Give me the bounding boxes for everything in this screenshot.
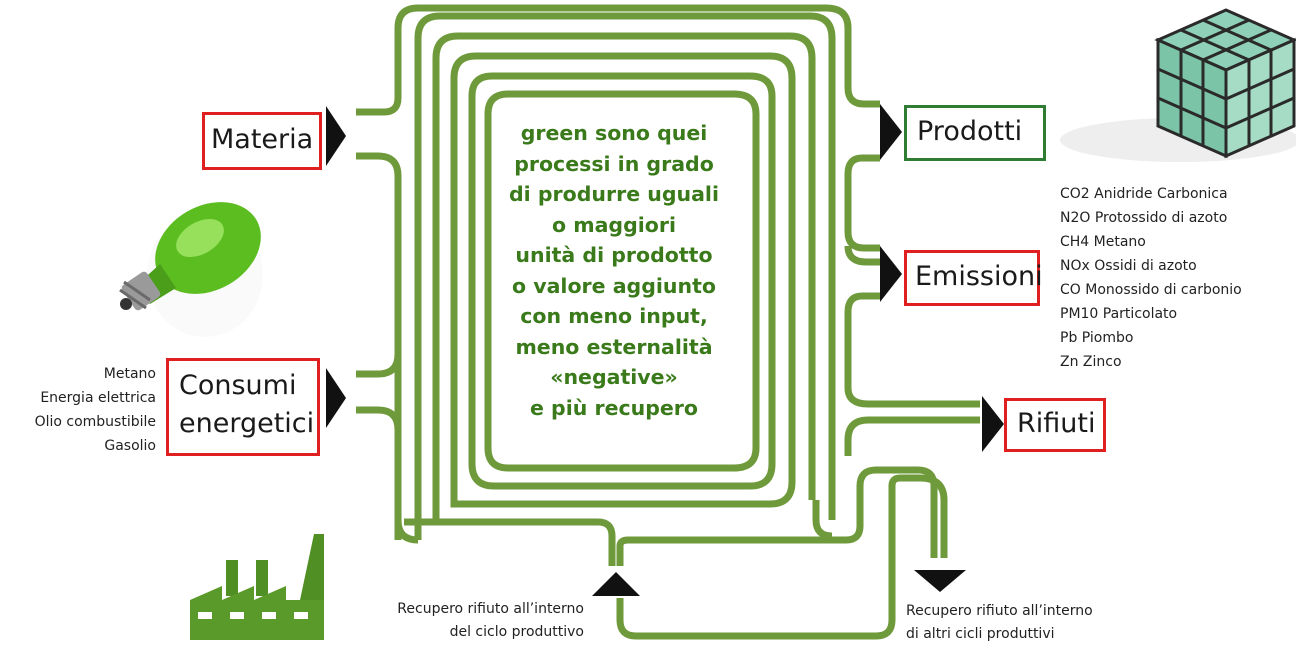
emission-item: Pb Piombo bbox=[1060, 330, 1134, 346]
pipe-materia-lower bbox=[356, 152, 402, 540]
emission-item: CO2 Anidride Carbonica bbox=[1060, 186, 1228, 202]
lightbulb-icon bbox=[119, 202, 263, 337]
energy-source-item: Metano bbox=[103, 366, 156, 382]
emissioni-label: Emissioni bbox=[915, 261, 1043, 292]
center-line: con meno input, bbox=[520, 304, 708, 328]
emission-item: CH4 Metano bbox=[1060, 234, 1146, 250]
arrow-materia bbox=[326, 106, 346, 166]
arrow-group bbox=[326, 104, 1004, 596]
prodotti-box: Prodotti bbox=[904, 105, 1046, 161]
pipe-rifiuti-lower bbox=[844, 416, 980, 456]
pipe-loop-3 bbox=[450, 52, 796, 508]
energy-source-item: Gasolio bbox=[104, 438, 156, 454]
recovery-external-line: Recupero rifiuto all’interno bbox=[906, 603, 1093, 619]
recovery-internal-line: del ciclo produttivo bbox=[449, 624, 584, 640]
pipe-loop-2 bbox=[432, 32, 816, 522]
emissioni-box: Emissioni bbox=[904, 250, 1043, 306]
pipe-bottom-return bbox=[616, 474, 948, 640]
arrow-recupero-interno bbox=[592, 572, 640, 596]
pipe-bottom-internal bbox=[404, 518, 616, 566]
emission-item: N2O Protossido di azoto bbox=[1060, 210, 1228, 226]
arrow-prodotti bbox=[880, 104, 902, 160]
green-definition-text: green sono quei processi in grado di pro… bbox=[486, 104, 742, 444]
center-line: «negative» bbox=[550, 365, 678, 389]
pipe-loop-4 bbox=[468, 72, 776, 490]
pipe-bottom-external bbox=[812, 500, 833, 540]
factory-icon bbox=[190, 534, 324, 640]
arrow-rifiuti bbox=[982, 396, 1004, 452]
center-line: meno esternalità bbox=[515, 334, 713, 359]
energy-source-item: Olio combustibile bbox=[34, 414, 156, 430]
emission-item: NOx Ossidi di azoto bbox=[1060, 258, 1197, 274]
recovery-internal-caption: Recupero rifiuto all’interno del ciclo p… bbox=[372, 598, 584, 644]
consumi-label-line2: energetici bbox=[179, 408, 315, 439]
arrow-consumi bbox=[326, 368, 346, 428]
emission-item: PM10 Particolato bbox=[1060, 306, 1178, 322]
pipe-loop-5 bbox=[484, 90, 760, 472]
pipe-materia-upper bbox=[356, 4, 880, 116]
pipe-network bbox=[356, 4, 980, 640]
arrow-emissioni bbox=[880, 246, 902, 302]
recovery-internal-line: Recupero rifiuto all’interno bbox=[397, 601, 584, 617]
consumi-label-line1: Consumi bbox=[179, 370, 297, 401]
pipe-consumi-lower bbox=[356, 406, 419, 544]
center-line: di produrre uguali bbox=[509, 182, 719, 206]
prodotti-label: Prodotti bbox=[917, 116, 1023, 147]
center-line: o valore aggiunto bbox=[512, 273, 716, 298]
cube-icon bbox=[1060, 8, 1296, 162]
emission-item: Zn Zinco bbox=[1060, 354, 1122, 370]
center-line: o maggiori bbox=[551, 212, 676, 237]
pipe-prodotti-lower bbox=[844, 154, 880, 252]
pipe-bottom-internal-2 bbox=[616, 466, 938, 566]
rifiuti-box: Rifiuti bbox=[1004, 398, 1106, 452]
energy-sources-list: Metano Energia elettrica Olio combustibi… bbox=[6, 362, 156, 458]
energy-source-item: Energia elettrica bbox=[40, 390, 156, 406]
pipe-emissioni-lower bbox=[844, 292, 980, 408]
recovery-external-line: di altri cicli produttivi bbox=[906, 626, 1055, 642]
pipe-loop-1 bbox=[414, 12, 836, 540]
recovery-external-caption: Recupero rifiuto all’interno di altri ci… bbox=[906, 600, 1093, 646]
pipe-emissioni-upper bbox=[844, 245, 880, 266]
pipe-consumi-upper bbox=[356, 353, 402, 378]
emission-item: CO Monossido di carbonio bbox=[1060, 282, 1242, 298]
center-line: unità di prodotto bbox=[515, 243, 713, 267]
consumi-energetici-box: Consumi energetici bbox=[166, 358, 320, 456]
emissions-list: CO2 Anidride Carbonica N2O Protossido di… bbox=[1060, 182, 1242, 374]
materia-label: Materia bbox=[211, 124, 314, 155]
center-line: e più recupero bbox=[529, 395, 698, 420]
rifiuti-label: Rifiuti bbox=[1017, 408, 1096, 439]
arrow-recupero-esterno bbox=[914, 570, 966, 592]
materia-box: Materia bbox=[202, 112, 322, 170]
center-line: processi in grado bbox=[514, 151, 714, 176]
center-line: green sono quei bbox=[520, 121, 708, 145]
